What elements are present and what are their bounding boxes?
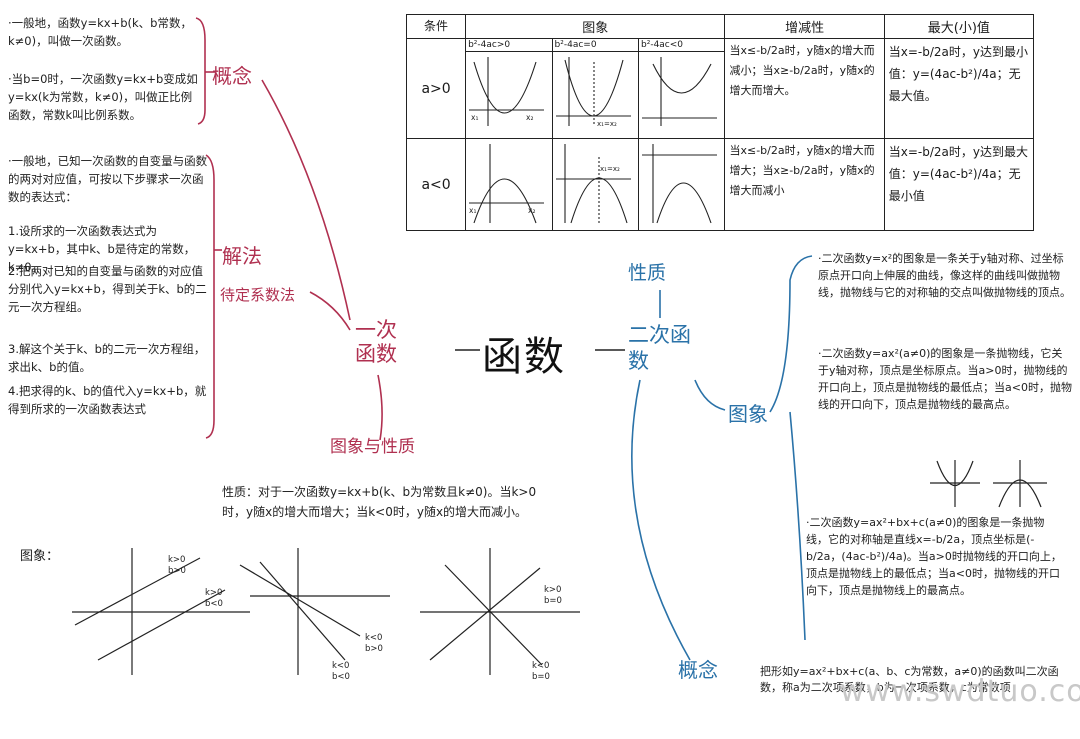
g2-line-a — [239, 564, 361, 637]
header-monotonic: 增减性 — [724, 14, 885, 39]
root-x2: x₂ — [526, 113, 533, 122]
concept-note-right: 把形如y=ax²+bx+c(a、b、c为常数，a≠0)的函数叫二次函数，称a为二… — [760, 665, 1059, 694]
quadratic-summary-table: 条件 图象 增减性 最大(小)值 a>0 b²-4ac>0 x₁ x₂ b²-4… — [405, 14, 1035, 231]
g3-label-d: b=0 — [532, 672, 550, 680]
g3-line-down — [444, 564, 543, 666]
header-condition: 条件 — [405, 14, 467, 39]
property-label: 性质 — [628, 262, 667, 284]
graph-note-3: ·二次函数y=ax²+bx+c(a≠0)的图象是一条抛物线，它的对称轴是直线x=… — [806, 516, 1062, 597]
g1-label-b: b>0 — [168, 566, 186, 576]
g1-label-d: b<0 — [205, 599, 223, 609]
header-extreme: 最大(小)值 — [883, 14, 1035, 39]
disc-label-1: b²-4ac>0 — [466, 39, 552, 52]
neg-double-root: x₁=x₂ — [600, 165, 620, 173]
neg-root-x2: x₂ — [528, 206, 535, 215]
linear-property: 性质：对于一次函数y=kx+b(k、b为常数且k≠0)。当k>0时，y随x的增大… — [222, 485, 537, 519]
concept-note-2: ·当b=0时，一次函数y=kx+b变成如y=kx(k为常数，k≠0)，叫做正比例… — [8, 72, 198, 122]
method-step-4: 4.把求得的k、b的值代入y=kx+b，就得到所求的一次函数表达式 — [8, 384, 207, 416]
g3-label-a: k>0 — [544, 585, 561, 595]
graph-pos-disc-neg: b²-4ac<0 — [637, 38, 726, 139]
g2-label-c: k<0 — [332, 661, 349, 671]
graph-label-left: 图象： — [20, 549, 60, 564]
g3-label-b: b=0 — [544, 596, 562, 606]
header-graph: 图象 — [465, 14, 726, 39]
root-x1: x₁ — [471, 113, 478, 122]
cond-a-negative: a<0 — [405, 138, 467, 231]
method-sub-label: 待定系数法 — [220, 286, 296, 304]
g1-line-down — [97, 589, 226, 661]
double-root: x₁=x₂ — [597, 120, 617, 128]
concept-label-right: 概念 — [678, 658, 718, 682]
extreme-a-positive: 当x=-b/2a时，y达到最小值：y=(4ac-b²)/4a；无最大值。 — [883, 38, 1035, 139]
graph-neg-disc-pos: x₁ x₂ — [465, 138, 553, 231]
g2-line-b — [259, 561, 346, 661]
g1-line-up — [74, 557, 201, 626]
graph-note-1: ·二次函数y=x²的图象是一条关于y轴对称、过坐标原点开口向上伸展的曲线，像这样… — [818, 252, 1071, 299]
bracket-method — [205, 154, 215, 439]
g1-label-a: k>0 — [168, 555, 185, 565]
parabola-up-two-roots: x₁ x₂ — [469, 57, 545, 126]
g1-label-c: k>0 — [205, 588, 222, 598]
g3-line-up — [429, 567, 541, 661]
graph-neg-disc-neg — [637, 138, 726, 231]
disc-label-2: b²-4ac=0 — [552, 39, 638, 52]
graph-note-2: ·二次函数y=ax²(a≠0)的图象是一条抛物线，它关于y轴对称，顶点是坐标原点… — [818, 347, 1072, 411]
concept-note-1: ·一般地，函数y=kx+b(k、b常数，k≠0)，叫做一次函数。 — [8, 16, 192, 48]
monotonic-a-positive: 当x≤-b/2a时，y随x的增大而减小；当x≥-b/2a时，y随x的增大而增大。 — [724, 38, 885, 139]
linear-graphs: k>0 b>0 k>0 b<0 k<0 b>0 k<0 b<0 k>0 b=0 … — [72, 548, 580, 680]
method-step-1: 1.设所求的一次函数表达式为y=kx+b，其中k、b是待定的常数，k≠0。 — [8, 224, 196, 274]
method-step-2: 2.把两对已知的自变量与函数的对应值分别代入y=kx+b，得到关于k、b的二元一… — [8, 264, 207, 314]
cond-a-positive: a>0 — [405, 38, 467, 139]
table-row-a-negative: a<0 x₁ x₂ x₁=x₂ — [405, 138, 1035, 231]
node-linear-function: 一次函数 — [355, 318, 397, 366]
graph-pos-disc-zero: b²-4ac=0 x₁=x₂ — [551, 38, 640, 139]
node-quadratic-function: 二次函数 — [628, 323, 691, 373]
neg-root-x1: x₁ — [469, 206, 476, 215]
graph-pos-disc-pos: b²-4ac>0 x₁ x₂ — [465, 38, 553, 139]
g3-label-c: k<0 — [532, 661, 549, 671]
table-row-a-positive: a>0 b²-4ac>0 x₁ x₂ b²-4ac=0 — [405, 38, 1035, 139]
table-header-row: 条件 图象 增减性 最大(小)值 — [405, 14, 1035, 39]
g2-label-b: b>0 — [365, 644, 383, 654]
center-title: 函数 — [482, 334, 566, 380]
parabola-sketches — [930, 460, 1047, 508]
method-label: 解法 — [222, 244, 262, 268]
parabola-down-no-root — [642, 144, 717, 224]
concept-label-left: 概念 — [212, 64, 252, 88]
parabola-up-one-root: x₁=x₂ — [555, 57, 631, 128]
g2-label-d: b<0 — [332, 672, 350, 680]
disc-label-3: b²-4ac<0 — [639, 39, 725, 52]
watermark: www.swdtuo.com — [840, 674, 1080, 709]
parabola-up-no-root — [642, 57, 717, 126]
bracket-concept — [195, 17, 206, 125]
method-intro: ·一般地，已知一次函数的自变量与函数的两对对应值，可按以下步骤求一次函数的表达式… — [8, 154, 208, 204]
graph-neg-disc-zero: x₁=x₂ — [551, 138, 640, 231]
graph-label-right: 图象 — [728, 402, 768, 426]
graph-props-label: 图象与性质 — [330, 437, 415, 457]
method-step-3: 3.解这个关于k、b的二元一次方程组，求出k、b的值。 — [8, 342, 206, 374]
g2-label-a: k<0 — [365, 633, 382, 643]
extreme-a-negative: 当x=-b/2a时，y达到最大值：y=(4ac-b²)/4a；无最小值 — [883, 138, 1035, 231]
parabola-down-one-root: x₁=x₂ — [555, 144, 631, 224]
parabola-down-two-roots: x₁ x₂ — [469, 144, 545, 224]
monotonic-a-negative: 当x≤-b/2a时，y随x的增大而增大；当x≥-b/2a时，y随x的增大而减小 — [724, 138, 885, 231]
